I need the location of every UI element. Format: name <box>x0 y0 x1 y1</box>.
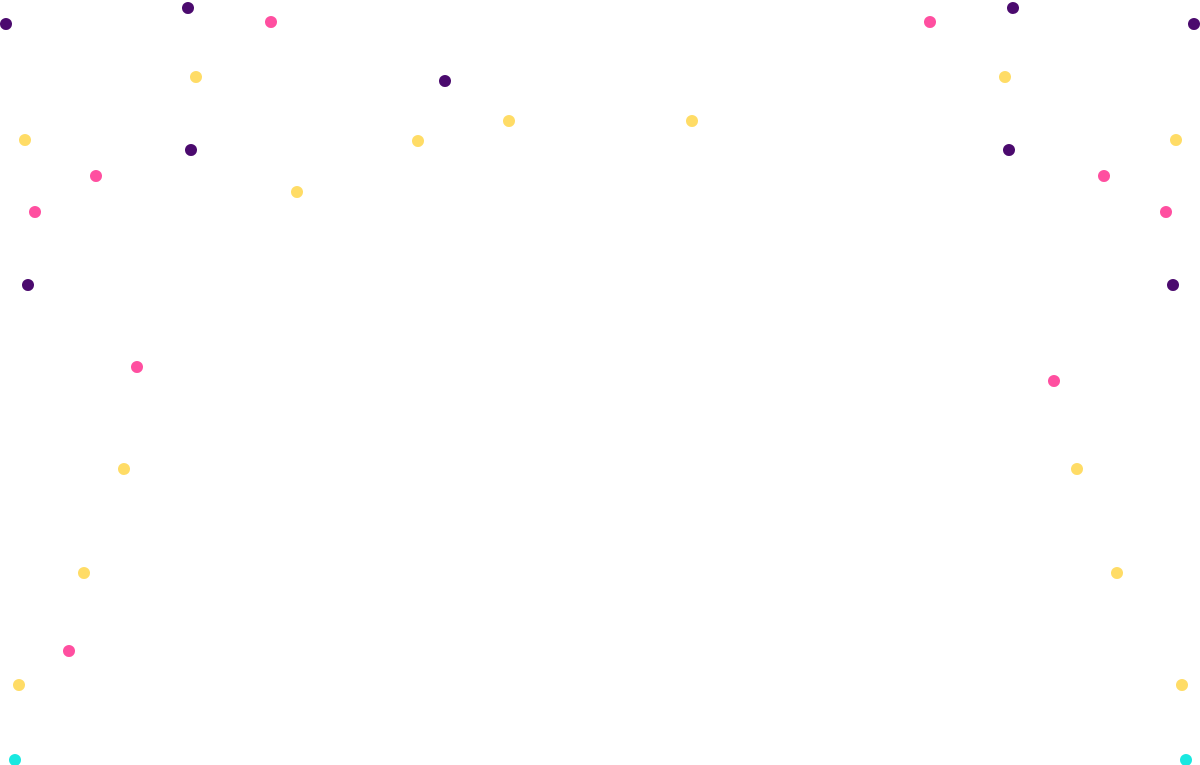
confetti-dot-purple <box>185 144 197 156</box>
confetti-dot-purple <box>1007 2 1019 14</box>
confetti-dot-cyan <box>9 754 21 765</box>
confetti-dot-pink <box>265 16 277 28</box>
confetti-dot-yellow <box>78 567 90 579</box>
confetti-dot-purple <box>0 18 12 30</box>
confetti-dot-pink <box>63 645 75 657</box>
confetti-dot-yellow <box>1170 134 1182 146</box>
confetti-dot-yellow <box>686 115 698 127</box>
confetti-dot-pink <box>29 206 41 218</box>
confetti-dot-yellow <box>13 679 25 691</box>
confetti-dot-yellow <box>291 186 303 198</box>
confetti-dot-yellow <box>118 463 130 475</box>
confetti-dot-pink <box>1048 375 1060 387</box>
confetti-dot-yellow <box>1111 567 1123 579</box>
confetti-dot-pink <box>924 16 936 28</box>
confetti-dot-pink <box>90 170 102 182</box>
confetti-dot-yellow <box>1176 679 1188 691</box>
confetti-dot-yellow <box>1071 463 1083 475</box>
confetti-dot-purple <box>1167 279 1179 291</box>
confetti-dot-pink <box>1098 170 1110 182</box>
confetti-dot-yellow <box>190 71 202 83</box>
confetti-dot-purple <box>182 2 194 14</box>
confetti-dot-yellow <box>999 71 1011 83</box>
confetti-dot-purple <box>1003 144 1015 156</box>
confetti-dot-yellow <box>503 115 515 127</box>
confetti-dot-pink <box>1160 206 1172 218</box>
confetti-dot-purple <box>22 279 34 291</box>
confetti-dot-yellow <box>19 134 31 146</box>
confetti-dot-cyan <box>1180 754 1192 765</box>
confetti-dot-purple <box>1188 18 1200 30</box>
confetti-dot-pink <box>131 361 143 373</box>
confetti-dot-purple <box>439 75 451 87</box>
confetti-dot-yellow <box>412 135 424 147</box>
